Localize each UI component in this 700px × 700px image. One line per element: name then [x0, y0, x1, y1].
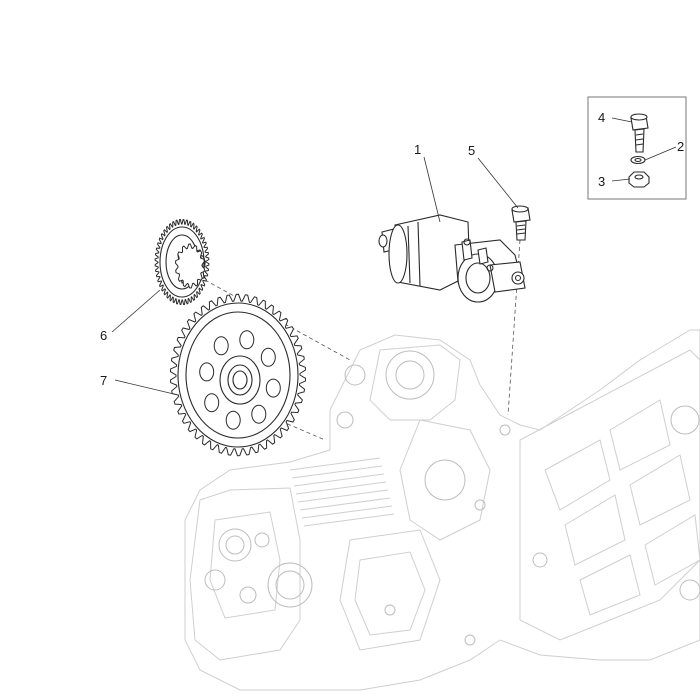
callout-4[interactable]: 4 — [598, 110, 605, 125]
callout-7[interactable]: 7 — [100, 373, 107, 388]
part-5-bolt[interactable] — [511, 205, 531, 241]
gear-7-lightening-hole — [260, 347, 276, 367]
engine-crankcase-ghost — [184, 329, 700, 691]
callout-labels: 1 2 3 4 5 6 7 — [100, 110, 684, 388]
callout-2[interactable]: 2 — [677, 139, 684, 154]
part-4-screw[interactable] — [630, 113, 649, 153]
part-3-nut[interactable] — [628, 171, 650, 188]
callout-6[interactable]: 6 — [100, 328, 107, 343]
gear-7-lightening-hole — [265, 378, 281, 398]
callout-3[interactable]: 3 — [598, 174, 605, 189]
callout-1[interactable]: 1 — [414, 142, 421, 157]
gear-7-lightening-hole — [251, 404, 267, 424]
part-7-starter-gear[interactable] — [169, 293, 307, 457]
gear-7-lightening-hole — [204, 393, 220, 413]
gear-7-lightening-hole — [225, 410, 241, 430]
gear-7-lightening-hole — [199, 362, 215, 382]
callout-5[interactable]: 5 — [468, 143, 475, 158]
gear-6-pinion-teeth — [174, 243, 206, 289]
part-6-intermediate-gear[interactable] — [154, 218, 210, 306]
gear-7-lightening-hole — [239, 330, 255, 350]
transmission-casing-ghost — [519, 349, 700, 641]
cylinder-fins — [289, 457, 395, 527]
gear-7-lightening-hole — [213, 336, 229, 356]
part-1-starter-motor[interactable] — [378, 214, 526, 303]
leader-lines — [111, 117, 677, 396]
part-2-washer[interactable] — [630, 155, 646, 165]
